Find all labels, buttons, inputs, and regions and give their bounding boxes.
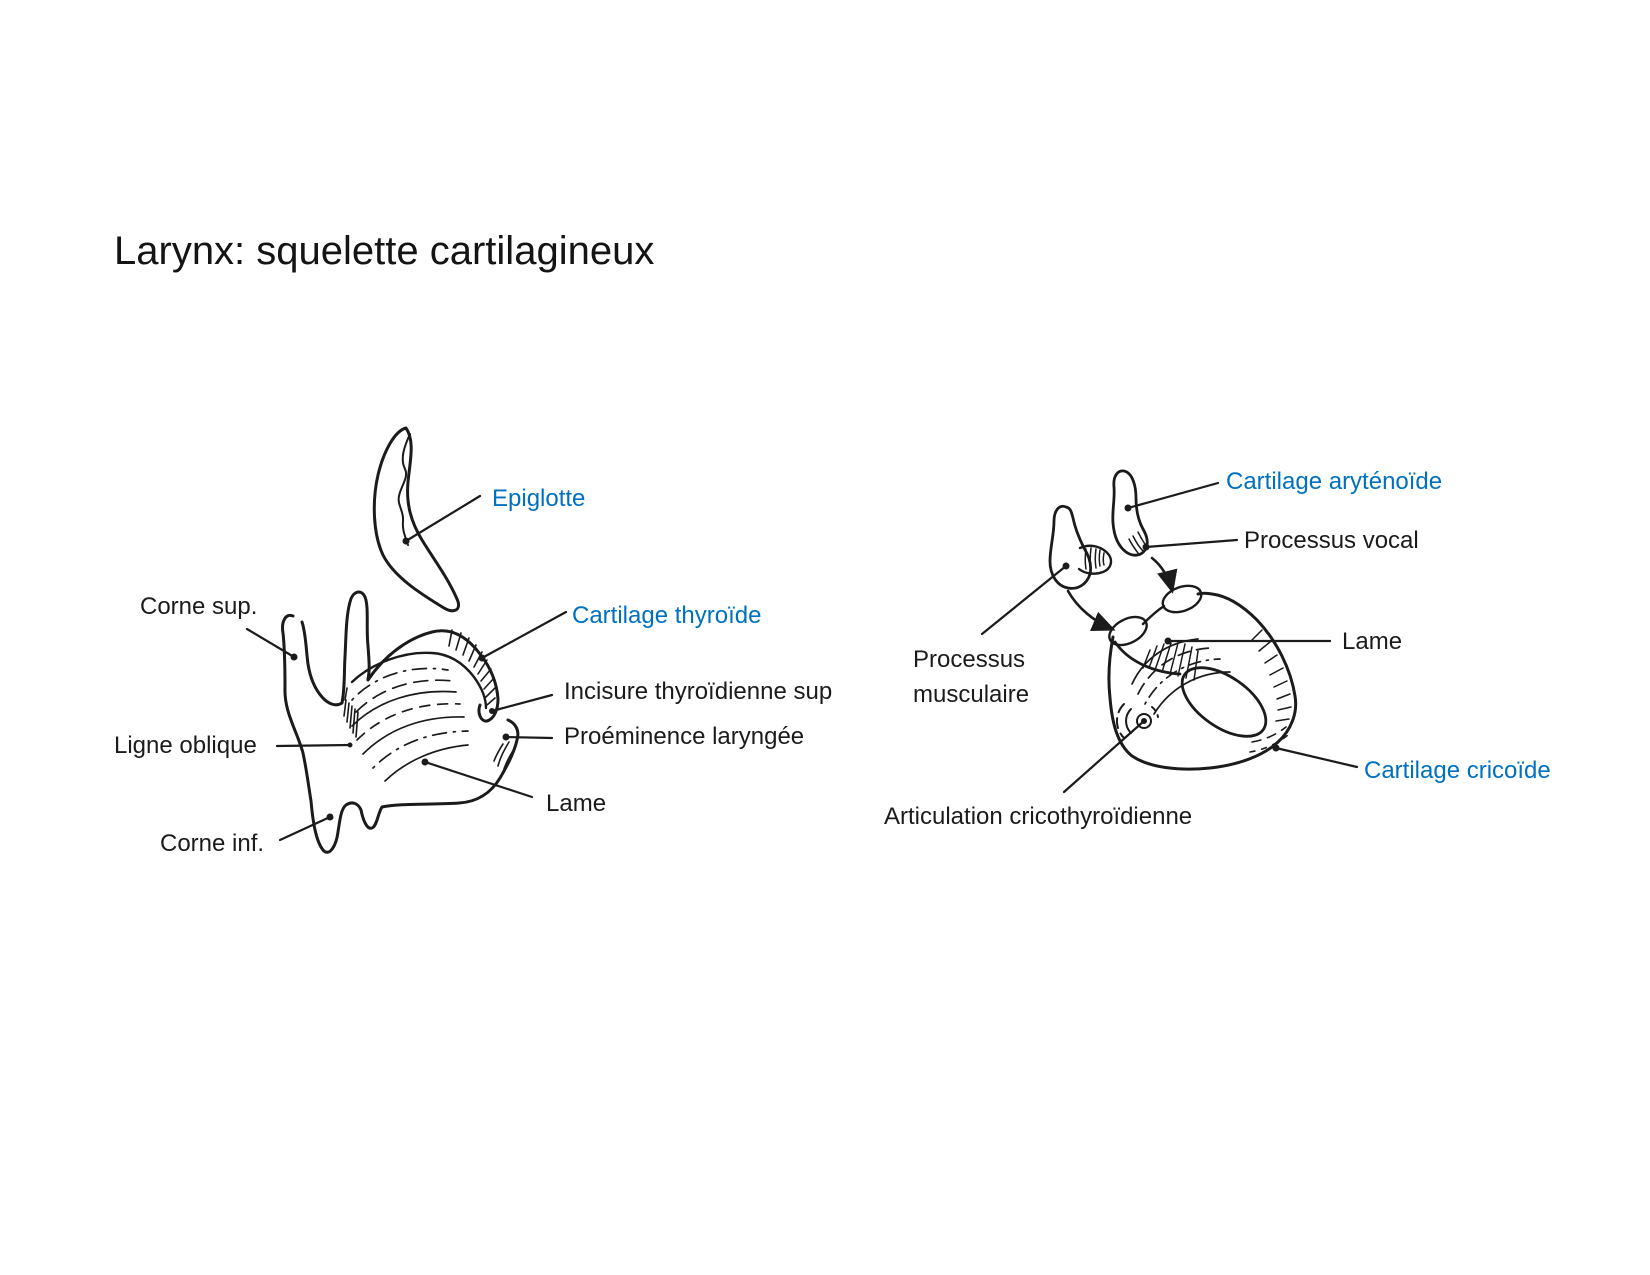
thyroid-collar-hatch — [448, 629, 496, 706]
thyroid-cartilage-drawing — [281, 590, 520, 854]
muscular-process-hatch — [1084, 547, 1105, 570]
label-processus-musculaire: Processus musculaire — [913, 646, 1030, 708]
label-corne-sup: Corne sup. — [140, 593, 258, 620]
leader-corne-sup — [245, 627, 296, 659]
page-title: Larynx: squelette cartilagineux — [114, 229, 655, 273]
cricoid-lamina-striations — [1131, 638, 1231, 715]
cricoid-cartilage-drawing — [1107, 584, 1298, 771]
leader-cartilage-thyroide — [480, 610, 568, 660]
leader-processus-musculaire — [980, 564, 1068, 636]
leader-dots — [290, 537, 510, 821]
label-lame-thyroide: Lame — [546, 790, 607, 817]
cricoid-lamina-hatch — [1142, 642, 1199, 681]
label-cartilage-arytenoide: Cartilage aryténoïde — [1226, 468, 1443, 495]
epiglottis-inner-line — [397, 433, 411, 546]
label-incisure-thyroidienne: Incisure thyroïdienne sup — [564, 678, 833, 705]
cricoid-facet-dip — [1141, 604, 1166, 626]
epiglottis-outline — [372, 426, 460, 613]
label-processus-vocal: Processus vocal — [1244, 527, 1419, 554]
leader-ligne-oblique — [275, 743, 352, 748]
leader-lame-left — [423, 760, 534, 799]
leader-processus-vocal — [1144, 538, 1239, 549]
right-arytenoid-outline — [1111, 469, 1149, 557]
leader-incisure — [490, 693, 554, 713]
leader-cartilage-cricoide — [1274, 746, 1359, 769]
cricoid-arch-hatch — [1251, 629, 1292, 722]
thyroid-horns-inner-edge — [300, 590, 371, 707]
arrow-left-arytenoid — [1066, 589, 1116, 632]
label-articulation-cricothyroidienne: Articulation cricothyroïdienne — [884, 803, 1193, 830]
cricoid-bottom-dashes — [1249, 726, 1289, 753]
label-corne-inf: Corne inf. — [160, 830, 265, 857]
leader-proeminence — [504, 735, 554, 740]
left-arytenoid-muscular-process — [1077, 544, 1113, 575]
epiglottis-drawing — [372, 426, 460, 613]
cricoid-outline — [1107, 591, 1298, 771]
leader-corne-inf — [278, 815, 332, 842]
left-figure-leader-lines — [245, 494, 568, 842]
prominence-hatch — [493, 741, 515, 773]
leader-cartilage-arytenoide — [1126, 481, 1220, 510]
thyroid-lamina-striations — [351, 667, 469, 782]
leader-articulation — [1062, 719, 1146, 794]
arrow-right-arytenoid — [1150, 556, 1178, 594]
cricoid-right-facet — [1161, 584, 1203, 614]
movement-arrows — [1066, 556, 1178, 632]
right-figure-leader-lines — [980, 481, 1359, 794]
leader-dots — [1062, 504, 1280, 752]
label-lame-cricoide: Lame — [1342, 628, 1403, 655]
thyroid-outline — [281, 613, 520, 854]
thyroid-collar-inner — [350, 651, 488, 710]
left-arytenoid-outline — [1048, 504, 1093, 590]
oblique-line-hatch — [343, 687, 359, 738]
arytenoid-cartilages-drawing — [1048, 469, 1149, 590]
cricothyroid-facet — [1115, 703, 1159, 739]
label-epiglotte: Epiglotte — [492, 485, 586, 512]
leader-epiglotte — [404, 494, 482, 543]
label-cartilage-thyroide: Cartilage thyroïde — [572, 602, 762, 629]
label-ligne-oblique: Ligne oblique — [114, 732, 257, 759]
label-proeminence-laryngee: Proéminence laryngée — [564, 723, 805, 750]
label-cartilage-cricoide: Cartilage cricoïde — [1364, 757, 1551, 784]
cricoid-ring-opening — [1180, 666, 1268, 738]
